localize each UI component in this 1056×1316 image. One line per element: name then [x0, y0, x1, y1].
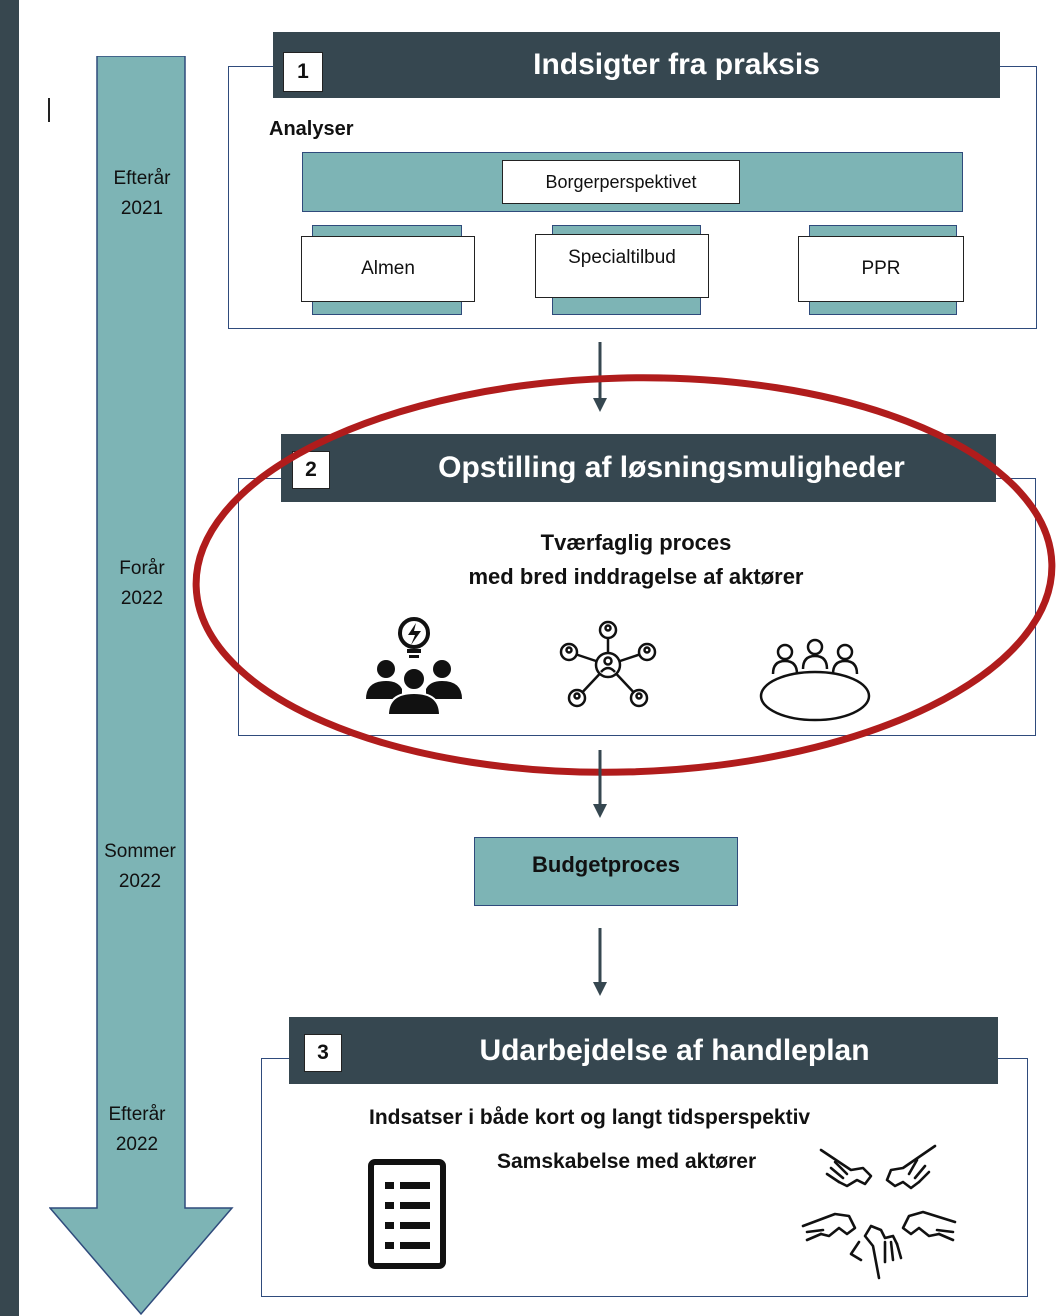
section2-line2: med bred inddragelse af aktører: [468, 564, 804, 589]
analysis-box-specialtilbud: Specialtilbud: [535, 234, 709, 298]
season-label: Sommer: [104, 841, 176, 862]
section2-title: Opstilling af løsningsmuligheder: [438, 451, 905, 484]
borgerperspektiv-label: Borgerperspektivet: [502, 160, 740, 204]
season-efteraar-2021: Efterår 2021: [92, 164, 192, 224]
section2-description: Tværfaglig proces med bred inddragelse a…: [238, 526, 1034, 594]
flow-arrow-3: [593, 928, 607, 996]
section3-number: 3: [304, 1034, 342, 1072]
season-label: Efterår: [113, 168, 171, 189]
highlight-ellipse: [192, 374, 1056, 776]
section1-header: Indsigter fra praksis: [273, 32, 1000, 98]
season-sommer-2022: Sommer 2022: [90, 837, 190, 897]
season-year: 2022: [118, 871, 162, 892]
timeline-arrow: [49, 56, 234, 1316]
section2-number: 2: [292, 451, 330, 489]
section3-frame: [261, 1058, 1028, 1297]
section3-title: Udarbejdelse af handleplan: [479, 1033, 870, 1067]
team-idea-icon: [366, 617, 462, 715]
season-year: 2022: [115, 1134, 159, 1155]
season-year: 2022: [120, 588, 164, 609]
season-foraar-2022: Forår 2022: [92, 554, 192, 614]
season-year: 2021: [120, 198, 164, 219]
section2-header: Opstilling af løsningsmuligheder: [281, 434, 996, 502]
flow-arrow-2: [593, 750, 607, 818]
hands-circle-icon: [801, 1144, 957, 1280]
analysis-box-ppr: PPR: [798, 236, 964, 302]
checklist-icon: [368, 1159, 446, 1269]
analysis-box-almen: Almen: [301, 236, 475, 302]
section1-number: 1: [283, 52, 323, 92]
section1-title: Indsigter fra praksis: [533, 48, 820, 81]
text-cursor: [48, 98, 50, 122]
season-label: Forår: [119, 558, 165, 579]
season-label: Efterår: [108, 1104, 166, 1125]
section3-line2: Samskabelse med aktører: [497, 1150, 757, 1173]
season-efteraar-2022: Efterår 2022: [87, 1100, 187, 1160]
diagram-canvas: Efterår 2021 Forår 2022 Sommer 2022 Efte…: [19, 0, 1056, 1316]
flow-arrow-1: [593, 342, 607, 412]
section3-header: Udarbejdelse af handleplan: [289, 1017, 998, 1084]
budget-box: Budgetproces: [474, 837, 738, 906]
meeting-table-icon: [759, 638, 871, 722]
section2-line1: Tværfaglig proces: [540, 530, 732, 555]
section3-line1: Indsatser i både kort og langt tidspersp…: [369, 1106, 811, 1129]
section1-subtitle: Analyser: [269, 118, 354, 140]
network-people-icon: [559, 620, 657, 708]
